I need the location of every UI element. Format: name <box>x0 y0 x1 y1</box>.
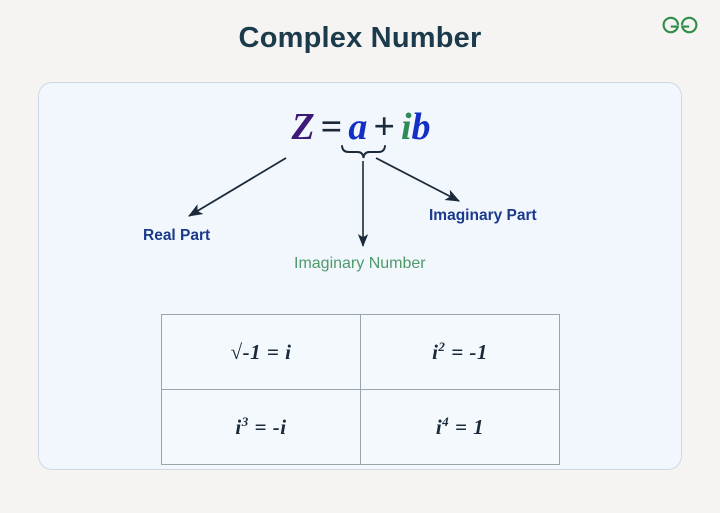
formula-token-z: Z <box>291 106 315 148</box>
label-imaginary-part: Imaginary Part <box>429 207 537 224</box>
identity-exponent: 4 <box>442 414 450 429</box>
identity-cell-i3: i3 = -i <box>161 389 361 465</box>
identity-exponent: 2 <box>438 339 446 354</box>
geeksforgeeks-logo <box>658 12 702 38</box>
identity-base: i <box>435 415 443 439</box>
radical-sign: √ <box>230 339 243 364</box>
table-row: i3 = -i i4 = 1 <box>161 389 560 465</box>
identity-rel: = 1 <box>449 415 485 439</box>
identity-base: i <box>432 340 439 364</box>
identity-cell-i4: i4 = 1 <box>360 389 560 465</box>
label-real-part: Real Part <box>143 227 211 244</box>
label-imaginary-number: Imaginary Number <box>294 255 426 272</box>
identity-exponent: 3 <box>241 414 249 429</box>
identity-rel: = -i <box>248 415 287 439</box>
arrow-to-imaginary-part <box>375 157 460 202</box>
identity-table: √-1 = i i2 = -1 i3 = -i i4 = 1 <box>161 314 560 465</box>
page-title: Complex Number <box>238 22 482 54</box>
identity-base: -1 <box>242 339 267 364</box>
identity-rel: = i <box>266 339 292 364</box>
formula-token-equals: = <box>320 106 343 148</box>
complex-number-formula: Z=a+ib <box>39 105 683 149</box>
table-row: √-1 = i i2 = -1 <box>161 314 560 390</box>
formula-token-b: b <box>411 106 431 148</box>
diagram-card: Z=a+ib Real Part Imaginary Numb <box>38 82 682 470</box>
formula-token-i: i <box>400 106 412 148</box>
identity-cell-sqrt-neg1: √-1 = i <box>161 314 361 390</box>
formula-token-a: a <box>348 106 368 148</box>
identity-cell-i2: i2 = -1 <box>360 314 560 390</box>
identity-base: i <box>235 415 242 439</box>
identity-rel: = -1 <box>445 340 488 364</box>
arrow-to-real-part <box>188 157 287 217</box>
formula-token-plus: + <box>373 106 395 148</box>
